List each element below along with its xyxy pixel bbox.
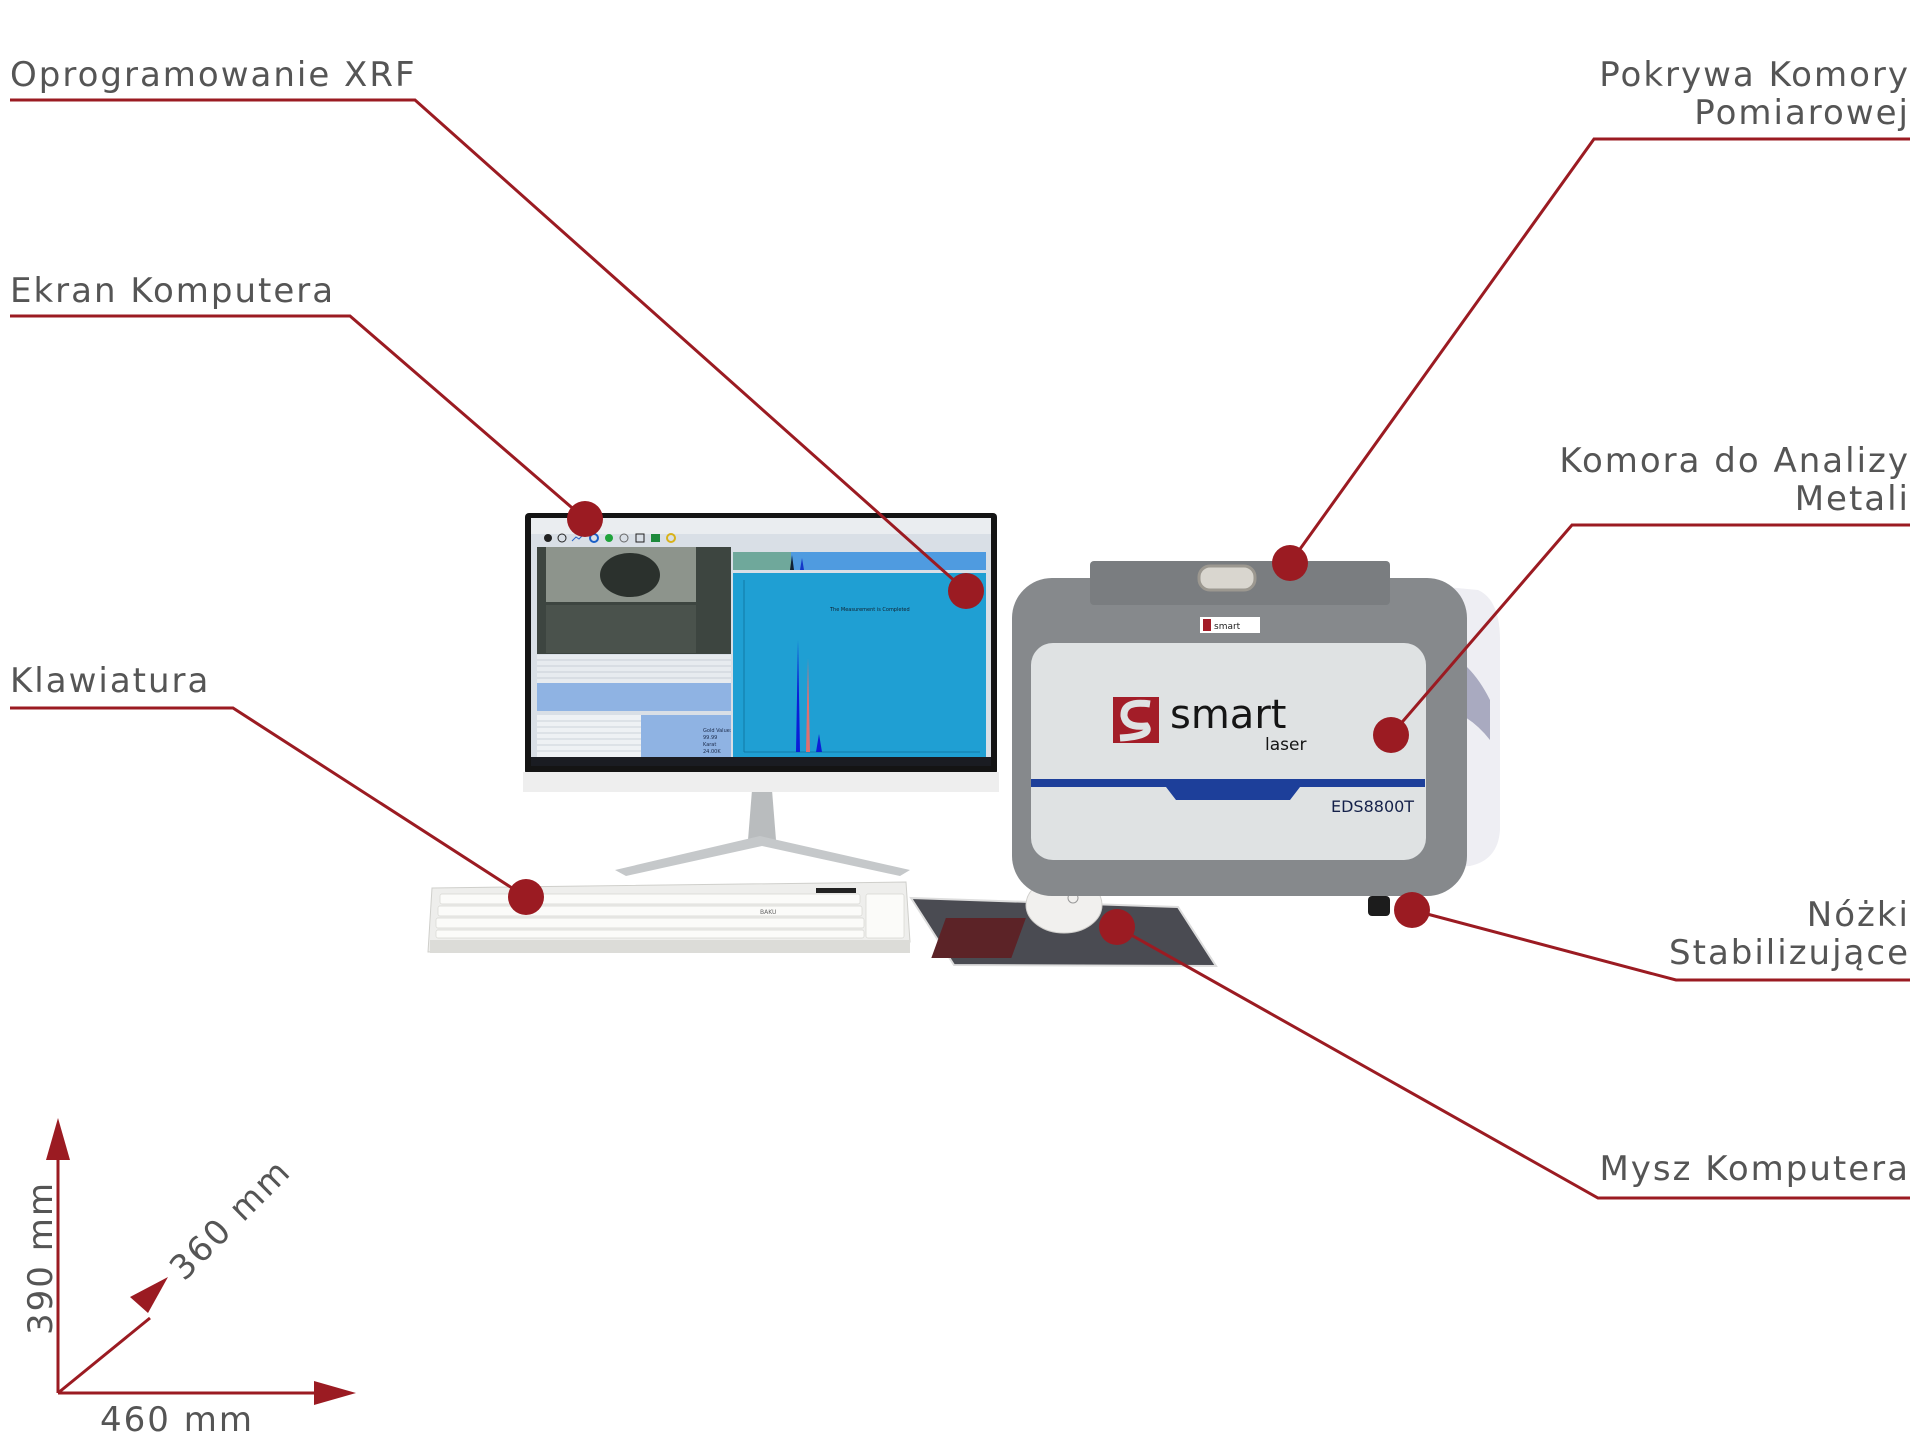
depth-arrowhead-icon	[130, 1277, 168, 1313]
label-feet: Nóżki Stabilizujące	[1669, 896, 1910, 972]
dimension-depth: 360 mm	[162, 1151, 299, 1288]
callout-dot-lid	[1272, 545, 1308, 581]
callout-line-keyboard	[10, 706, 527, 899]
spectrum-peak	[796, 640, 800, 752]
label-mouse-text: Mysz Komputera	[1599, 1149, 1910, 1189]
toolbar-undo-icon	[666, 533, 676, 543]
device-model: EDS8800T	[1331, 797, 1414, 816]
label-lid-line2: Pomiarowej	[1694, 93, 1910, 133]
label-software-text: Oprogramowanie XRF	[10, 55, 417, 95]
device-brand-sub: laser	[1265, 735, 1306, 755]
toolbar-condition-icon	[544, 534, 552, 542]
monitor-chin	[523, 772, 999, 792]
label-chamber: Komora do Analizy Metali	[1559, 442, 1910, 518]
dimension-diagram: 390 mm 360 mm 460 mm	[21, 1118, 356, 1440]
width-arrowhead-icon	[314, 1381, 356, 1405]
callout-line-feet	[1411, 908, 1910, 982]
label-chamber-line1: Komora do Analizy	[1559, 441, 1910, 481]
callout-dot-keyboard	[508, 879, 544, 915]
xrf-analyzer: smart smart laser EDS8800T	[1012, 561, 1500, 916]
callout-dot-mouse	[1099, 909, 1135, 945]
lid-handle	[1197, 564, 1257, 592]
height-arrowhead-icon	[46, 1118, 70, 1160]
keyboard-indicator-strip	[816, 888, 856, 893]
app-menubar	[531, 518, 991, 534]
label-screen-text: Ekran Komputera	[10, 271, 336, 311]
toolbar-save-icon	[635, 533, 645, 543]
callout-line-chamber	[1389, 523, 1910, 736]
device-small-brand: smart	[1214, 622, 1241, 632]
keyboard-brand: BAKU	[760, 909, 776, 916]
spectrum-peak	[816, 734, 822, 752]
label-screen: Ekran Komputera	[10, 272, 335, 310]
callout-line-mouse	[1116, 925, 1910, 1200]
label-software: Oprogramowanie XRF	[10, 56, 417, 94]
toolbar-print-icon	[651, 534, 660, 542]
gold-value-panel	[701, 715, 731, 757]
gold-value-label: Gold Value:	[703, 728, 732, 734]
label-keyboard: Klawiatura	[10, 662, 210, 700]
device-front-panel	[1031, 643, 1426, 860]
callout-dot-software	[948, 573, 984, 609]
label-mouse: Mysz Komputera	[1599, 1150, 1910, 1188]
toolbar-stop-icon	[619, 533, 629, 543]
monitor-stand-neck	[748, 790, 776, 840]
dimension-height: 390 mm	[21, 1181, 61, 1335]
label-feet-line2: Stabilizujące	[1669, 933, 1910, 973]
callout-line-software	[10, 98, 967, 593]
spectrum-overview	[733, 552, 986, 570]
label-feet-line1: Nóżki	[1806, 895, 1910, 935]
label-keyboard-text: Klawiatura	[10, 661, 211, 701]
toolbar-start-icon	[605, 534, 613, 542]
spectrum-chart	[733, 573, 986, 758]
dimension-width: 460 mm	[100, 1400, 254, 1440]
device-small-logo	[1200, 617, 1260, 633]
results-table	[537, 655, 731, 683]
device-brand: smart	[1170, 692, 1286, 738]
callout-dot-screen	[567, 501, 603, 537]
karat-label: Karat	[703, 742, 716, 748]
device-blue-stripe	[1031, 779, 1425, 800]
depth-axis	[57, 1316, 151, 1395]
callout-dot-feet	[1394, 892, 1430, 928]
callout-line-screen	[10, 314, 586, 521]
callout-dots	[508, 501, 1430, 945]
smart-laser-logo	[1113, 697, 1159, 743]
monitor: Gold Value: 99.99 Karat 24.00K The Measu…	[523, 513, 999, 876]
label-chamber-line2: Metali	[1794, 479, 1910, 519]
monitor-stand-base	[615, 836, 910, 876]
callout-dot-chamber	[1373, 717, 1409, 753]
gold-value: 99.99	[703, 735, 717, 741]
results-blank-area	[537, 683, 731, 711]
toolbar-clock-icon	[557, 533, 567, 543]
callout-lines	[10, 98, 1910, 1200]
stabilizing-foot	[1368, 896, 1390, 916]
os-taskbar	[531, 757, 991, 766]
toolbar-chart-icon	[571, 534, 584, 542]
stats-table	[537, 715, 641, 757]
karat-value: 24.00K	[703, 749, 721, 755]
measurement-status: The Measurement is Completed	[829, 607, 910, 613]
keyboard: BAKU	[427, 881, 911, 953]
label-lid-line1: Pokrywa Komory	[1599, 55, 1910, 95]
spectrum-peak	[806, 658, 810, 752]
label-lid: Pokrywa Komory Pomiarowej	[1599, 56, 1910, 132]
callout-line-lid	[1288, 137, 1910, 564]
